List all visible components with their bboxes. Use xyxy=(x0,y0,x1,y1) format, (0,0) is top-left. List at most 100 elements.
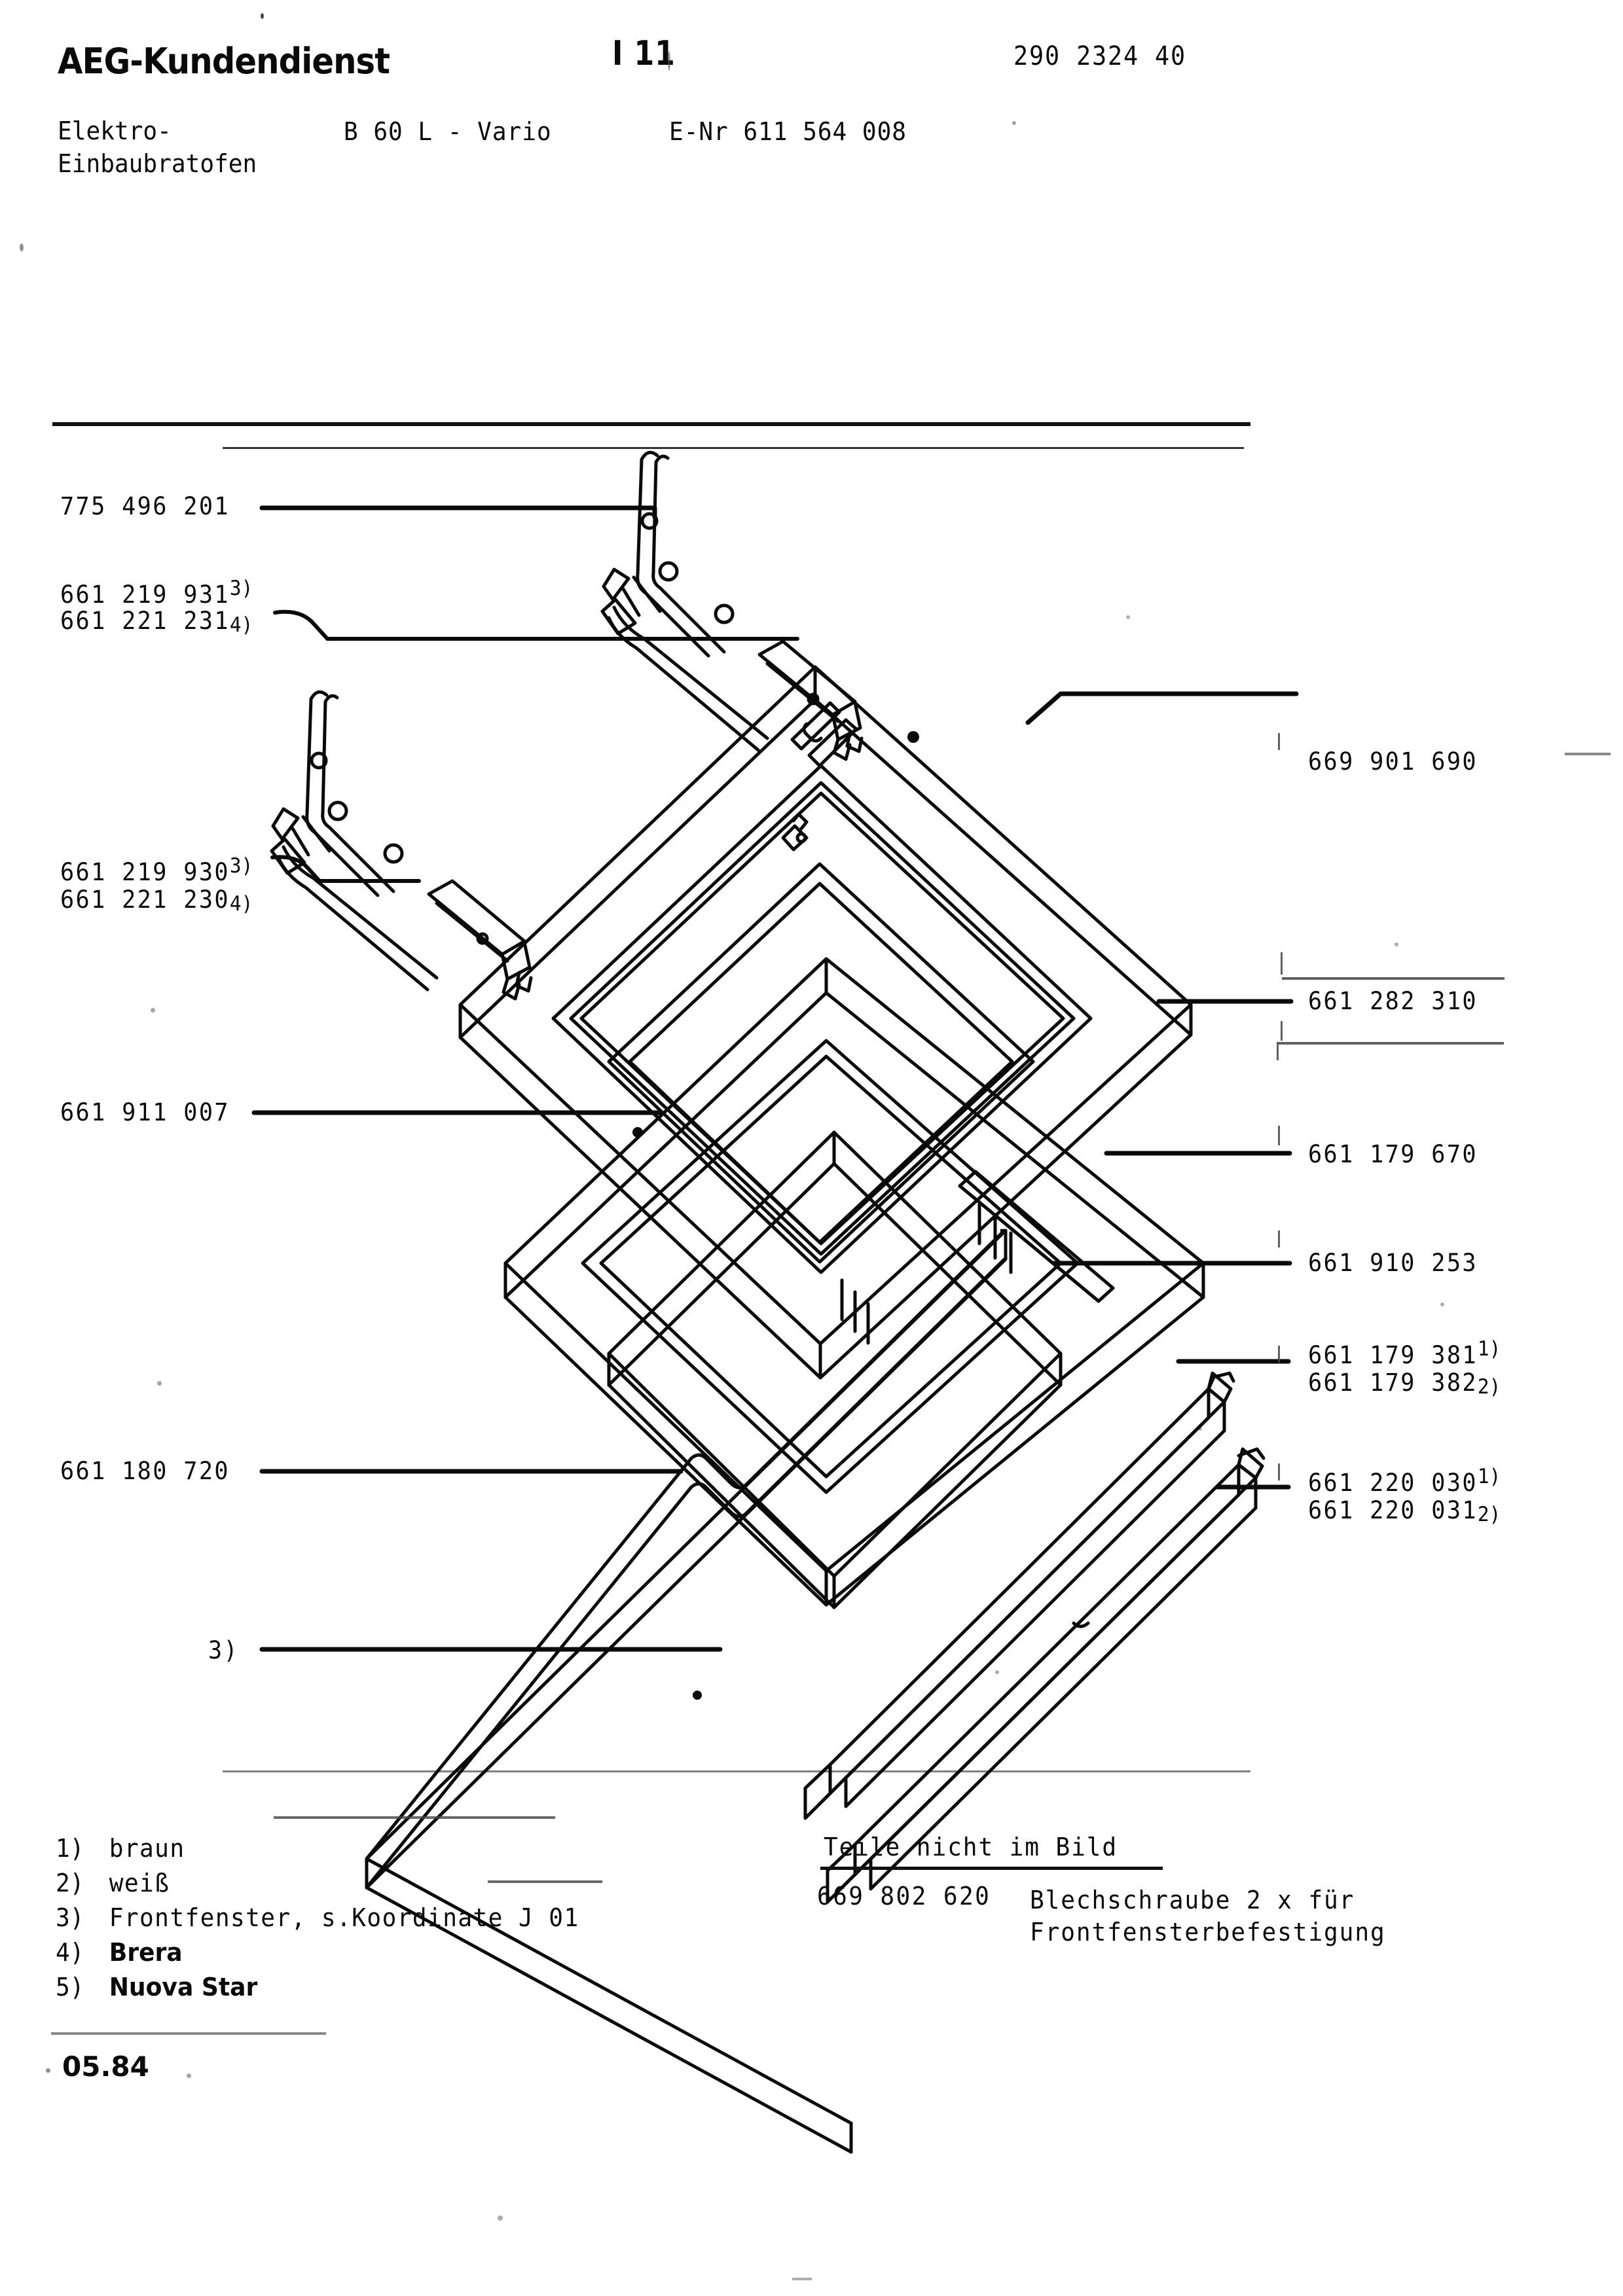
footer-scan-rule xyxy=(51,2032,326,2035)
callout-661-179-38x-group: 661 179 3811) 661 179 3822) xyxy=(1308,1337,1501,1399)
callout-661-282-310: 661 282 310 xyxy=(1308,987,1478,1016)
legend-row: 4) Brera xyxy=(56,1935,579,1970)
appliance-type-line1: Elektro- xyxy=(58,117,172,145)
callout-part-number: 661 179 382 xyxy=(1308,1369,1478,1397)
callout-part-number: 669 901 690 xyxy=(1308,747,1478,776)
enr-number: E-Nr 611 564 008 xyxy=(669,117,907,146)
document-number: 290 2324 40 xyxy=(1013,41,1186,71)
callout-669-901-690: 669 901 690 xyxy=(1308,747,1478,776)
brand-title: AEG-Kundendienst xyxy=(58,41,390,82)
callout-661-910-253: 661 910 253 xyxy=(1308,1249,1478,1278)
callout-661-219-931-group: 661 219 9313) 661 221 2314) xyxy=(60,577,253,637)
hinge-lower-part xyxy=(270,690,533,1001)
scan-speck xyxy=(792,2278,812,2280)
legend-scan-rule xyxy=(274,1816,555,1819)
leader-lines xyxy=(251,505,1299,1652)
callout-part-number: 661 179 381 xyxy=(1308,1341,1478,1369)
scan-speck xyxy=(151,1008,155,1013)
callout-part-number: 661 221 231 xyxy=(60,607,230,635)
legend-number: 5) xyxy=(56,1973,84,2001)
callout-ref: 2) xyxy=(1477,1503,1501,1526)
callout-part-number: 661 282 310 xyxy=(1308,987,1478,1015)
callout-part-number: 661 180 720 xyxy=(60,1457,230,1485)
legend-number: 2) xyxy=(56,1869,84,1897)
legend-number: 1) xyxy=(56,1834,84,1863)
footnote-legend: 1) braun 2) weiß 3) Frontfenster, s.Koordin… xyxy=(56,1831,579,2005)
scan-speck xyxy=(1126,615,1130,619)
legend-text: Brera xyxy=(109,1938,183,1967)
scan-speck xyxy=(157,1381,162,1386)
scan-speck xyxy=(995,1670,999,1674)
not-in-picture-title: Teile nicht im Bild xyxy=(824,1833,1118,1861)
callout-661-911-007: 661 911 007 xyxy=(60,1098,230,1127)
legend-text: weiß xyxy=(109,1869,170,1897)
legend-row: 2) weiß xyxy=(56,1866,579,1901)
callout-part-number: 661 220 030 xyxy=(1308,1469,1478,1497)
right-margin-rule xyxy=(1565,753,1611,755)
callout-part-number: 775 496 201 xyxy=(60,492,230,520)
legend-text: Frontfenster, s.Koordinate J 01 xyxy=(109,1903,579,1932)
model-designation: B 60 L - Vario xyxy=(344,117,552,146)
appliance-type: Elektro- Einbaubratofen xyxy=(58,115,257,180)
faint-tick xyxy=(1277,1042,1279,1060)
faint-tick xyxy=(1278,1463,1280,1480)
callout-note-3: 3) xyxy=(208,1636,239,1665)
legend-row: 1) braun xyxy=(56,1831,579,1866)
legend-text: braun xyxy=(109,1834,185,1863)
hinge-upper-part xyxy=(600,450,864,761)
callout-661-180-720: 661 180 720 xyxy=(60,1457,230,1486)
legend-row: 5) Nuova Star xyxy=(56,1970,579,2005)
callout-part-number: 661 911 007 xyxy=(60,1098,230,1126)
callout-part-number: 661 220 031 xyxy=(1308,1496,1478,1524)
callout-661-219-930-group: 661 219 9303) 661 221 2304) xyxy=(60,854,253,916)
callout-part-number: 661 219 931 xyxy=(60,581,230,609)
callout-part-number: 661 179 670 xyxy=(1308,1140,1478,1168)
faint-tick xyxy=(1278,1230,1280,1247)
legend-number: 4) xyxy=(56,1938,84,1967)
inner-frame-seal xyxy=(503,957,1205,1607)
door-outer-frame-plate xyxy=(458,665,1193,1380)
faint-tick xyxy=(1278,1126,1280,1145)
faint-rule-below-661-282-310 xyxy=(1278,1042,1504,1045)
large-bottom-plate xyxy=(365,1229,1008,2154)
not-in-picture-underline xyxy=(820,1867,1163,1870)
callout-part-number: 661 221 230 xyxy=(60,886,230,914)
back-panel-plate xyxy=(607,1130,1063,1609)
scan-speck xyxy=(1440,1302,1444,1306)
legend-number: 3) xyxy=(56,1903,84,1932)
legend-row: 3) Frontfenster, s.Koordinate J 01 xyxy=(56,1901,579,1935)
callout-ref: 1) xyxy=(1477,1337,1501,1361)
callout-ref: 3) xyxy=(229,854,253,878)
faint-rule-above-661-282-310 xyxy=(1282,977,1504,980)
revision-date: 05.84 xyxy=(62,2051,149,2083)
faint-tick xyxy=(1281,1021,1283,1041)
callout-part-number: 3) xyxy=(208,1636,240,1664)
scan-speck xyxy=(498,2215,503,2221)
callout-661-179-670: 661 179 670 xyxy=(1308,1140,1478,1169)
callout-ref: 3) xyxy=(229,577,253,600)
top-frame-rule xyxy=(52,422,1250,426)
not-in-picture-part-number: 669 802 620 xyxy=(817,1882,991,1910)
callout-ref: 4) xyxy=(229,613,253,637)
sheet-id: I 11 xyxy=(612,34,676,73)
not-in-picture-description-line2: Frontfensterbefestigung xyxy=(1030,1918,1386,1946)
scan-speck xyxy=(20,243,24,251)
not-in-picture-description-line1: Blechschraube 2 x für xyxy=(1030,1886,1355,1914)
callout-ref: 2) xyxy=(1477,1375,1501,1399)
bottom-frame-rule xyxy=(223,1770,1250,1772)
faint-tick xyxy=(1278,733,1280,750)
scan-speck xyxy=(46,2068,50,2073)
spacer-trim-strip xyxy=(840,1170,1115,1345)
callout-ref: 1) xyxy=(1477,1465,1501,1488)
legend-scan-rule-2 xyxy=(488,1880,602,1883)
faint-tick xyxy=(1281,952,1283,975)
callout-661-220-03x-group: 661 220 0301) 661 220 0312) xyxy=(1308,1465,1501,1526)
scan-speck xyxy=(668,51,670,71)
scan-speck xyxy=(1395,942,1398,946)
scan-speck xyxy=(1012,121,1016,125)
callout-775-496-201: 775 496 201 xyxy=(60,492,230,521)
callout-part-number: 661 219 930 xyxy=(60,858,230,886)
top-frame-rule-secondary xyxy=(223,447,1244,449)
legend-text: Nuova Star xyxy=(109,1973,258,2001)
